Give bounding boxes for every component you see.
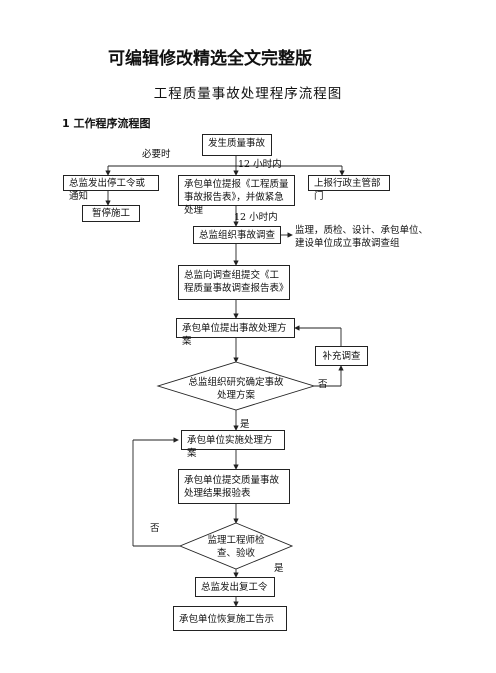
label-necessary: 必要时 <box>142 149 171 160</box>
step-resume-order: 总监发出复工令 <box>195 577 275 597</box>
decision-plan-label: 总监组织研究确定事故处理方案 <box>188 377 284 401</box>
step-stop-order: 总监发出停工令或通知 <box>63 175 159 202</box>
step-contractor-report: 承包单位提报《工程质量事故报告表》，并做紧急处理 <box>178 175 295 216</box>
step-report-government: 上报行政主管部门 <box>308 175 390 202</box>
page-header-title: 可编辑修改精选全文完整版 <box>108 49 312 69</box>
section-title: 1 工作程序流程图 <box>62 117 151 130</box>
step-investigate: 总监组织事故调查 <box>193 226 281 244</box>
label-within-12h-b: 12 小时内 <box>234 212 278 223</box>
document-title: 工程质量事故处理程序流程图 <box>153 86 343 102</box>
step-propose-plan: 承包单位提出事故处理方案 <box>176 318 295 347</box>
decision-diamond-inspect <box>178 522 294 570</box>
step-submit-result: 承包单位提交质量事故处理结果报验表 <box>178 469 290 504</box>
label-no-2: 否 <box>150 523 160 534</box>
decision-diamond-plan <box>156 361 316 411</box>
label-yes-1: 是 <box>240 419 250 430</box>
label-within-12h-a: 12 小时内 <box>238 159 282 170</box>
step-resume-notice: 承包单位恢复施工告示 <box>173 606 287 631</box>
step-investigation-team: 监理，质检、设计、承包单位、建设单位成立事故调查组 <box>295 225 429 249</box>
step-submit-investigation-report: 总监向调查组提交《工程质量事故调查报告表》 <box>178 265 290 300</box>
label-yes-2: 是 <box>274 563 284 574</box>
step-suspend-work: 暂停施工 <box>82 205 140 222</box>
step-supplementary-investigation: 补充调查 <box>315 346 368 366</box>
decision-inspect-label: 监理工程师检查、验收 <box>207 535 265 559</box>
step-implement-plan: 承包单位实施处理方案 <box>181 430 285 459</box>
label-no-1: 否 <box>318 379 328 390</box>
step-start: 发生质量事故 <box>202 134 272 156</box>
